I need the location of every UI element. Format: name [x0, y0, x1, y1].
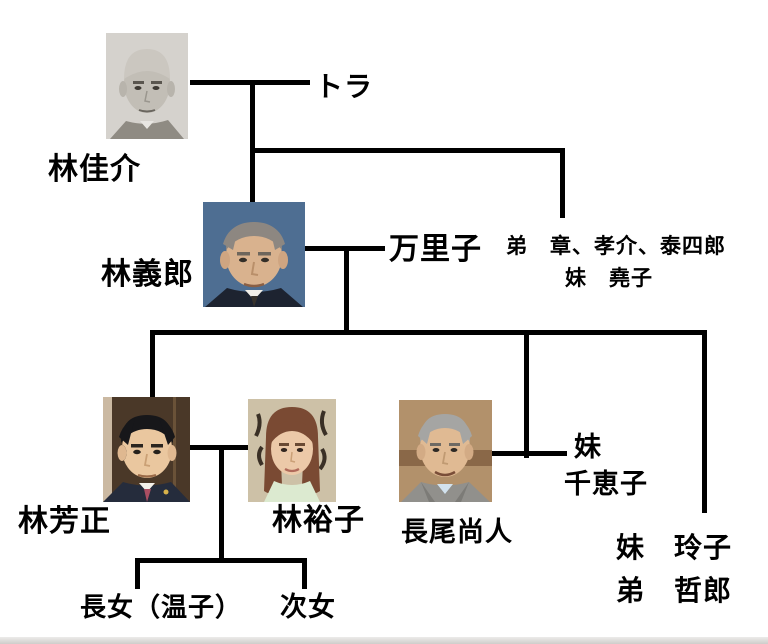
photo-hayashi-kasuke [106, 33, 188, 139]
label-mariko: 万里子 [389, 232, 482, 267]
label-gen2-brothers: 弟 章、孝介、泰四郎 [506, 234, 726, 258]
label-hayashi-yoshiro: 林義郎 [101, 257, 194, 292]
connector-yoshimasa-drop [150, 330, 155, 397]
label-second-daughter: 次女 [280, 592, 336, 623]
label-tora: トラ [315, 70, 374, 103]
portrait-yuko-icon [248, 399, 336, 502]
connector-reiko-tetsuro-drop [702, 330, 707, 513]
grayscale-portrait-icon [106, 33, 188, 139]
label-tetsuro: 弟 哲郎 [616, 574, 733, 607]
connector-daughter1-drop [135, 558, 140, 589]
label-gen2-sister: 妹 堯子 [565, 266, 653, 290]
label-hayashi-yuko: 林裕子 [272, 503, 365, 538]
connector-gen3-descent [219, 445, 224, 563]
portrait-yoshimasa-icon [103, 397, 190, 502]
connector-gen2-siblings-drop [560, 148, 565, 218]
label-chieko-role: 妹 [574, 432, 602, 463]
label-nagao-naoto: 長尾尚人 [401, 517, 513, 548]
label-reiko: 妹 玲子 [616, 531, 733, 564]
label-hayashi-kasuke: 林佳介 [48, 152, 141, 187]
photo-hayashi-yuko [248, 399, 336, 502]
photo-nagao-naoto [399, 400, 492, 502]
photo-hayashi-yoshimasa [103, 397, 190, 502]
connector-gen2-rail [250, 148, 565, 153]
connector-chieko-drop [524, 330, 529, 458]
connector-gen1-descent [250, 80, 255, 203]
photo-hayashi-yoshiro [203, 202, 305, 307]
connector-gen2-descent [344, 246, 349, 335]
label-chieko-name: 千恵子 [564, 469, 648, 500]
label-eldest-daughter: 長女（温子） [80, 593, 243, 623]
connector-marriage-nagao-chieko [490, 451, 567, 456]
connector-gen3-rail [150, 330, 707, 335]
connector-gen4-rail [135, 558, 307, 563]
bottom-crop-band [0, 637, 768, 644]
label-hayashi-yoshimasa: 林芳正 [18, 504, 111, 539]
connector-daughter2-drop [302, 558, 307, 589]
portrait-yoshiro-icon [203, 202, 305, 307]
portrait-nagao-icon [399, 400, 492, 502]
